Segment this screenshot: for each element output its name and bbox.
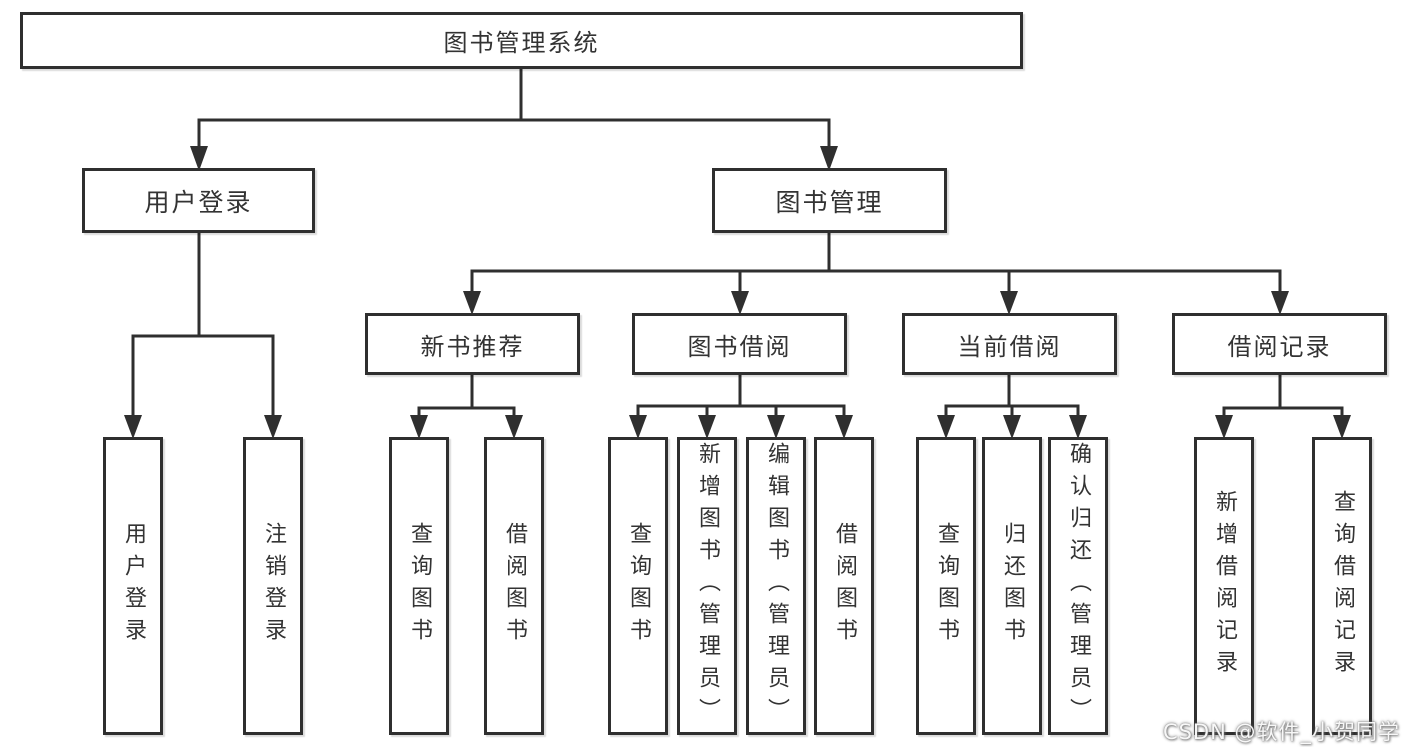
node-leaf-logout: 注销登录	[243, 437, 303, 735]
node-label: 查询图书	[626, 522, 651, 650]
node-leaf-borrow-books-recommend: 借阅图书	[484, 437, 544, 735]
node-user-login: 用户登录	[82, 168, 315, 233]
node-leaf-query-borrow-record: 查询借阅记录	[1312, 437, 1372, 735]
node-label: 图书管理系统	[443, 29, 600, 57]
node-leaf-confirm-return-admin: 确认归还（管理员）	[1048, 437, 1108, 735]
node-label: 新增借阅记录	[1212, 490, 1237, 682]
node-leaf-user-login: 用户登录	[103, 437, 163, 735]
node-label: 图书管理	[775, 187, 884, 217]
node-label: 注销登录	[261, 522, 286, 650]
node-leaf-add-book-admin: 新增图书（管理员）	[677, 437, 737, 735]
node-leaf-borrow-books: 借阅图书	[814, 437, 874, 735]
node-label: 新书推荐	[420, 332, 525, 361]
node-label: 借阅图书	[832, 522, 857, 650]
node-label: 图书借阅	[687, 332, 792, 361]
node-label: 查询图书	[934, 522, 959, 650]
node-label: 用户登录	[121, 522, 146, 650]
node-label: 编辑图书（管理员）	[764, 442, 789, 730]
node-leaf-query-books-current: 查询图书	[916, 437, 976, 735]
node-label: 借阅记录	[1227, 332, 1332, 361]
node-label: 查询图书	[407, 522, 432, 650]
node-label: 新增图书（管理员）	[695, 442, 720, 730]
node-leaf-query-books-borrowing: 查询图书	[608, 437, 668, 735]
node-leaf-return-book: 归还图书	[982, 437, 1042, 735]
node-label: 确认归还（管理员）	[1066, 442, 1091, 730]
node-label: 借阅图书	[502, 522, 527, 650]
node-label: 用户登录	[144, 187, 253, 217]
node-new-book-recommendation: 新书推荐	[365, 313, 580, 375]
node-library-management-system: 图书管理系统	[20, 12, 1023, 69]
node-leaf-query-books-recommend: 查询图书	[389, 437, 449, 735]
node-current-borrowing: 当前借阅	[902, 313, 1117, 375]
node-label: 归还图书	[1000, 522, 1025, 650]
node-borrowing-records: 借阅记录	[1172, 313, 1387, 375]
node-book-management: 图书管理	[712, 168, 947, 233]
watermark-text: CSDN @软件_小贺同学	[1162, 720, 1400, 744]
node-leaf-add-borrow-record: 新增借阅记录	[1194, 437, 1254, 735]
node-label: 当前借阅	[957, 332, 1062, 361]
node-label: 查询借阅记录	[1330, 490, 1355, 682]
node-book-borrowing: 图书借阅	[632, 313, 847, 375]
node-leaf-edit-book-admin: 编辑图书（管理员）	[746, 437, 806, 735]
